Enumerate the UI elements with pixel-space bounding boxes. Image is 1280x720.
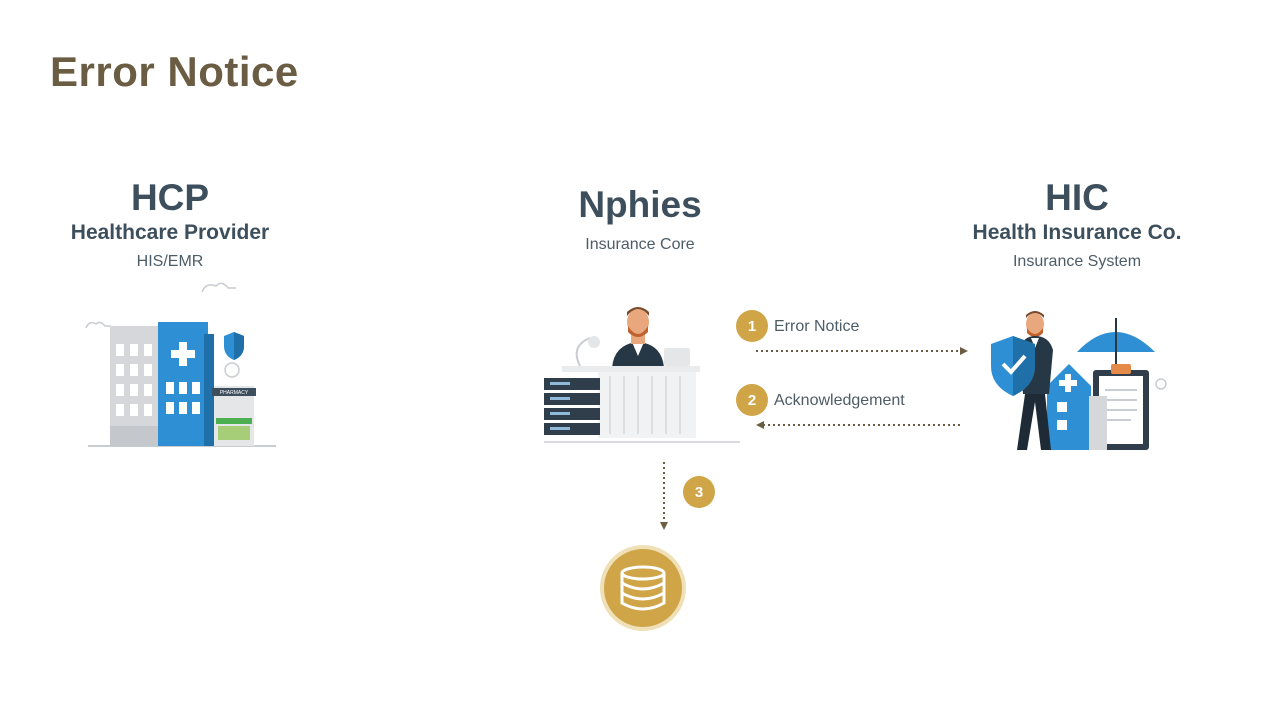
- operator-at-desk-icon: [544, 307, 740, 443]
- hcp-acronym: HCP: [130, 177, 210, 218]
- hic-system: Insurance System: [1012, 253, 1142, 270]
- arrow-store: [660, 462, 668, 530]
- hic-name: Health Insurance Co.: [972, 221, 1182, 244]
- step-1-badge: 1: [736, 310, 768, 342]
- arrow-acknowledgement: [756, 421, 960, 429]
- step-2-label: Acknowledgement: [774, 392, 905, 409]
- step-1-label: Error Notice: [774, 318, 860, 335]
- hcp-name: Healthcare Provider: [70, 221, 270, 244]
- insurance-agent-icon: [991, 311, 1167, 450]
- database-icon: [600, 545, 686, 631]
- nphies-name: Nphies: [578, 184, 702, 225]
- pharmacy-sign: PHARMACY: [220, 390, 249, 396]
- hcp-system: HIS/EMR: [136, 253, 204, 270]
- hcp-header: HCP Healthcare Provider HIS/EMR: [50, 177, 290, 271]
- step-3-badge: 3: [683, 476, 715, 508]
- page-title: Error Notice: [50, 48, 299, 95]
- nphies-system: Insurance Core: [585, 236, 695, 253]
- nphies-header: Nphies Insurance Core: [520, 184, 760, 254]
- arrow-error-notice: [756, 347, 968, 355]
- hic-header: HIC Health Insurance Co. Insurance Syste…: [937, 177, 1217, 271]
- step-2-badge: 2: [736, 384, 768, 416]
- hospital-icon: PHARMACY: [85, 282, 276, 447]
- hic-acronym: HIC: [1045, 177, 1109, 218]
